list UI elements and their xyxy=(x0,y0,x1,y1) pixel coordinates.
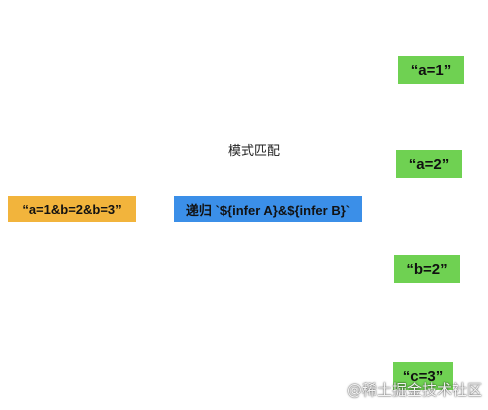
input-string-box: “a=1&b=2&b=3” xyxy=(8,196,136,222)
output-box-2: “a=2” xyxy=(396,150,462,178)
output-text-3: “b=2” xyxy=(406,260,448,278)
output-box-1: “a=1” xyxy=(398,56,464,84)
pattern-match-label: 模式匹配 xyxy=(228,144,281,159)
input-string-text: “a=1&b=2&b=3” xyxy=(22,201,122,217)
output-box-4: “c=3” xyxy=(393,362,453,390)
output-text-2: “a=2” xyxy=(408,155,450,173)
output-text-1: “a=1” xyxy=(410,61,452,79)
output-box-3: “b=2” xyxy=(394,255,460,283)
recursion-pattern-box: 递归 `${infer A}&${infer B}` xyxy=(174,196,362,222)
recursion-pattern-text: 递归 `${infer A}&${infer B}` xyxy=(185,202,351,218)
output-text-4: “c=3” xyxy=(402,367,444,385)
watermark: @稀土掘金技术社区 xyxy=(346,381,482,399)
